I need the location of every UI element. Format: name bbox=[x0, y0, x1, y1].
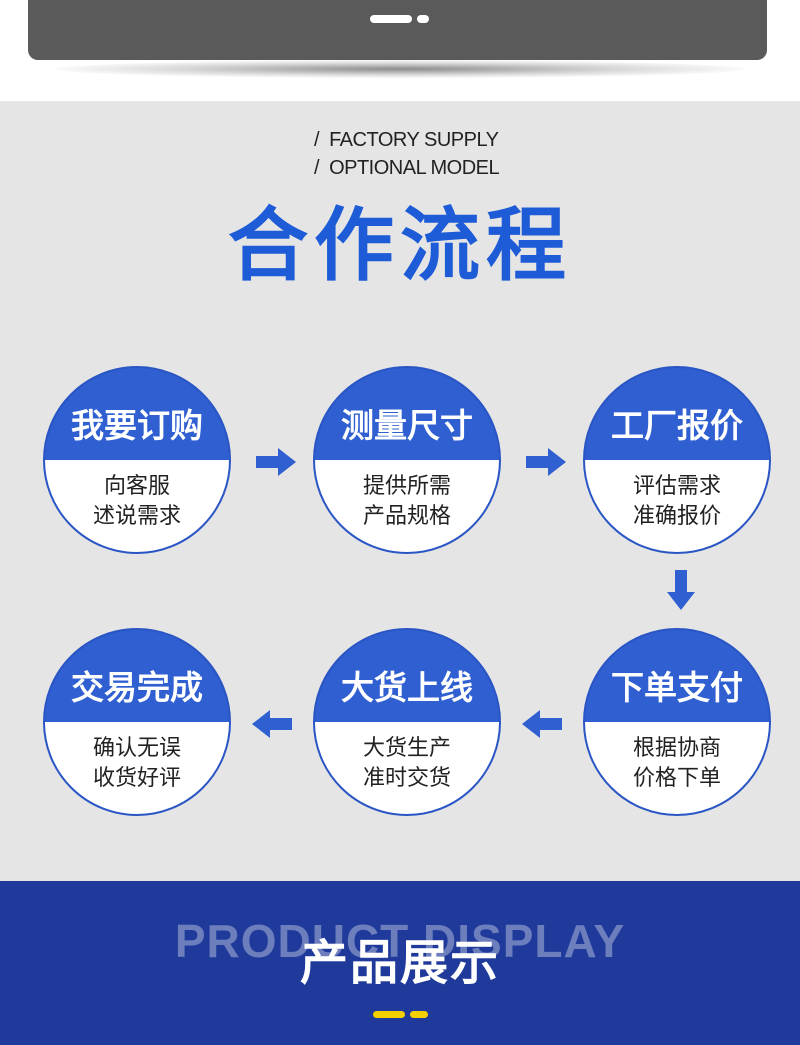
product-display-ghost-text: PRODUCT DISPLAY bbox=[174, 915, 626, 967]
top-dark-panel bbox=[28, 0, 767, 60]
page-title: 合作流程 bbox=[228, 199, 572, 292]
step-description: 提供所需 产品规格 bbox=[362, 474, 451, 529]
step-order: 我要订购 向客服 述说需求 bbox=[43, 366, 231, 554]
step-quote: 工厂报价 评估需求 准确报价 bbox=[583, 366, 771, 554]
step-payment: 下单支付 根据协商 价格下单 bbox=[583, 628, 771, 816]
arrow-down-icon bbox=[667, 570, 695, 610]
accent-bar-short bbox=[410, 1011, 428, 1018]
indicator-short bbox=[417, 15, 429, 23]
step-title: 测量尺寸 bbox=[341, 406, 473, 445]
arrow-right-icon bbox=[256, 448, 296, 476]
step-title: 下单支付 bbox=[611, 668, 743, 707]
step-description: 向客服 述说需求 bbox=[92, 474, 181, 529]
step-description: 确认无误 收货好评 bbox=[92, 736, 181, 791]
step-title: 工厂报价 bbox=[611, 406, 743, 445]
step-measure: 测量尺寸 提供所需 产品规格 bbox=[313, 366, 501, 554]
step-description: 根据协商 价格下单 bbox=[632, 736, 721, 791]
product-display-title: 产品展示 bbox=[299, 935, 500, 991]
arrow-right-icon bbox=[526, 448, 566, 476]
step-production: 大货上线 大货生产 准时交货 bbox=[313, 628, 501, 816]
tag-line-optional-model: /OPTIONAL MODEL bbox=[314, 157, 500, 179]
step-description: 大货生产 准时交货 bbox=[362, 736, 451, 791]
tag-line-factory-supply: /FACTORY SUPPLY bbox=[314, 129, 499, 151]
arrow-left-icon bbox=[252, 710, 292, 738]
accent-bar-long bbox=[373, 1011, 405, 1018]
step-complete: 交易完成 确认无误 收货好评 bbox=[43, 628, 231, 816]
top-panel-shadow bbox=[55, 60, 745, 78]
step-title: 大货上线 bbox=[341, 668, 473, 707]
step-title: 交易完成 bbox=[71, 668, 203, 707]
step-title: 我要订购 bbox=[71, 406, 203, 445]
step-description: 评估需求 准确报价 bbox=[632, 474, 721, 529]
indicator-long bbox=[370, 15, 412, 23]
arrow-left-icon bbox=[522, 710, 562, 738]
